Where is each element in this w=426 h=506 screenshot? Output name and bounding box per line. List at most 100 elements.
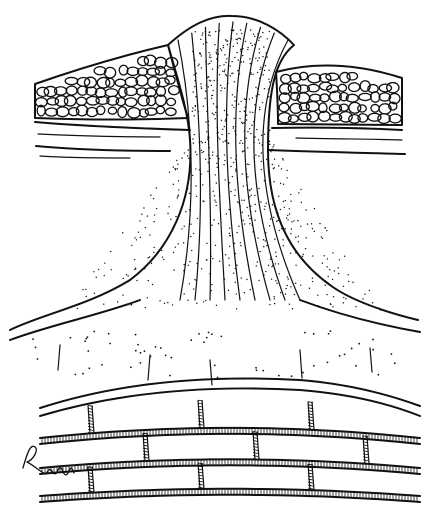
stipple-dot [258, 155, 259, 156]
stipple-dot [276, 221, 277, 222]
pebble [288, 115, 298, 122]
stipple-dot [312, 281, 313, 282]
stipple-dot [194, 60, 195, 61]
stipple-dot [278, 165, 279, 166]
stipple-dot [94, 293, 95, 294]
stipple-dot [214, 199, 215, 200]
pebble [371, 104, 379, 112]
stipple-dot [289, 208, 290, 209]
joint-hatch [253, 455, 258, 456]
stipple-dot [254, 36, 255, 37]
stipple-dot [225, 120, 226, 121]
sediment-dot [372, 339, 374, 341]
stipple-dot [187, 155, 188, 156]
stipple-dot [211, 95, 212, 96]
stipple-dot [248, 215, 249, 216]
pebble [156, 78, 169, 87]
stipple-dot [265, 232, 266, 233]
stipple-dot [201, 152, 202, 153]
stipple-dot [244, 130, 245, 131]
stipple-dot [233, 29, 234, 30]
pebble [359, 93, 371, 100]
stipple-dot [190, 223, 191, 224]
stipple-dot [214, 80, 215, 81]
stipple-dot [285, 288, 286, 289]
stipple-dot [362, 298, 363, 299]
sediment-dot [262, 370, 264, 372]
sediment-dot [344, 353, 346, 355]
stipple-dot [150, 195, 151, 196]
sediment-dot [198, 333, 200, 335]
stipple-dot [224, 179, 225, 180]
stipple-dot [197, 218, 198, 219]
stipple-dot [131, 245, 132, 246]
stipple-dot [223, 47, 224, 48]
stipple-dot [283, 201, 284, 202]
stipple-dot [251, 224, 252, 225]
stipple-dot [211, 98, 212, 99]
stipple-dot [196, 154, 197, 155]
stipple-dot [227, 114, 228, 115]
stipple-dot [255, 154, 256, 155]
stipple-dot [217, 67, 218, 68]
stipple-dot [209, 35, 210, 36]
stipple-dot [243, 185, 244, 186]
sediment-dot [208, 332, 210, 334]
stipple-dot [229, 48, 230, 49]
stipple-dot [262, 56, 263, 57]
stipple-dot [225, 119, 226, 120]
stipple-dot [210, 80, 211, 81]
stipple-dot [267, 38, 268, 39]
stipple-dot [236, 52, 237, 53]
stipple-dot [312, 255, 313, 256]
stipple-dot [348, 281, 349, 282]
stipple-dot [192, 175, 193, 176]
stipple-dot [219, 195, 220, 196]
joint-hatch [88, 429, 93, 430]
pebble [347, 72, 357, 79]
sediment-dot [35, 346, 37, 348]
stipple-dot [236, 264, 237, 265]
stipple-dot [258, 139, 259, 140]
stipple-dot [222, 141, 223, 142]
stipple-dot [195, 168, 196, 169]
stipple-dot [251, 188, 252, 189]
stipple-dot [184, 226, 185, 227]
stipple-dot [254, 136, 255, 137]
stipple-dot [193, 233, 194, 234]
stipple-dot [321, 236, 322, 237]
stipple-dot [220, 90, 221, 91]
stipple-dot [295, 252, 296, 253]
stipple-dot [273, 296, 274, 297]
stipple-dot [172, 227, 173, 228]
stipple-dot [290, 286, 291, 287]
stipple-dot [138, 231, 139, 232]
stipple-dot [103, 303, 104, 304]
stipple-dot [253, 156, 254, 157]
stipple-dot [188, 158, 189, 159]
stipple-dot [249, 98, 250, 99]
stipple-dot [284, 207, 285, 208]
stipple-dot [256, 265, 257, 266]
stipple-dot [194, 279, 195, 280]
stipple-dot [96, 277, 97, 278]
stipple-dot [230, 65, 231, 66]
stipple-dot [194, 80, 195, 81]
stipple-dot [226, 40, 227, 41]
stipple-dot [317, 294, 318, 295]
stipple-dot [249, 58, 250, 59]
stipple-dot [178, 180, 179, 181]
stipple-dot [231, 38, 232, 39]
stipple-dot [226, 75, 227, 76]
stipple-dot [277, 212, 278, 213]
stipple-dot [319, 223, 320, 224]
stipple-dot [251, 194, 252, 195]
sediment-dot [93, 331, 95, 333]
stipple-dot [145, 227, 146, 228]
stipple-dot [369, 290, 370, 291]
stipple-dot [237, 70, 238, 71]
stipple-dot [152, 284, 153, 285]
stipple-dot [244, 292, 245, 293]
stipple-dot [196, 196, 197, 197]
